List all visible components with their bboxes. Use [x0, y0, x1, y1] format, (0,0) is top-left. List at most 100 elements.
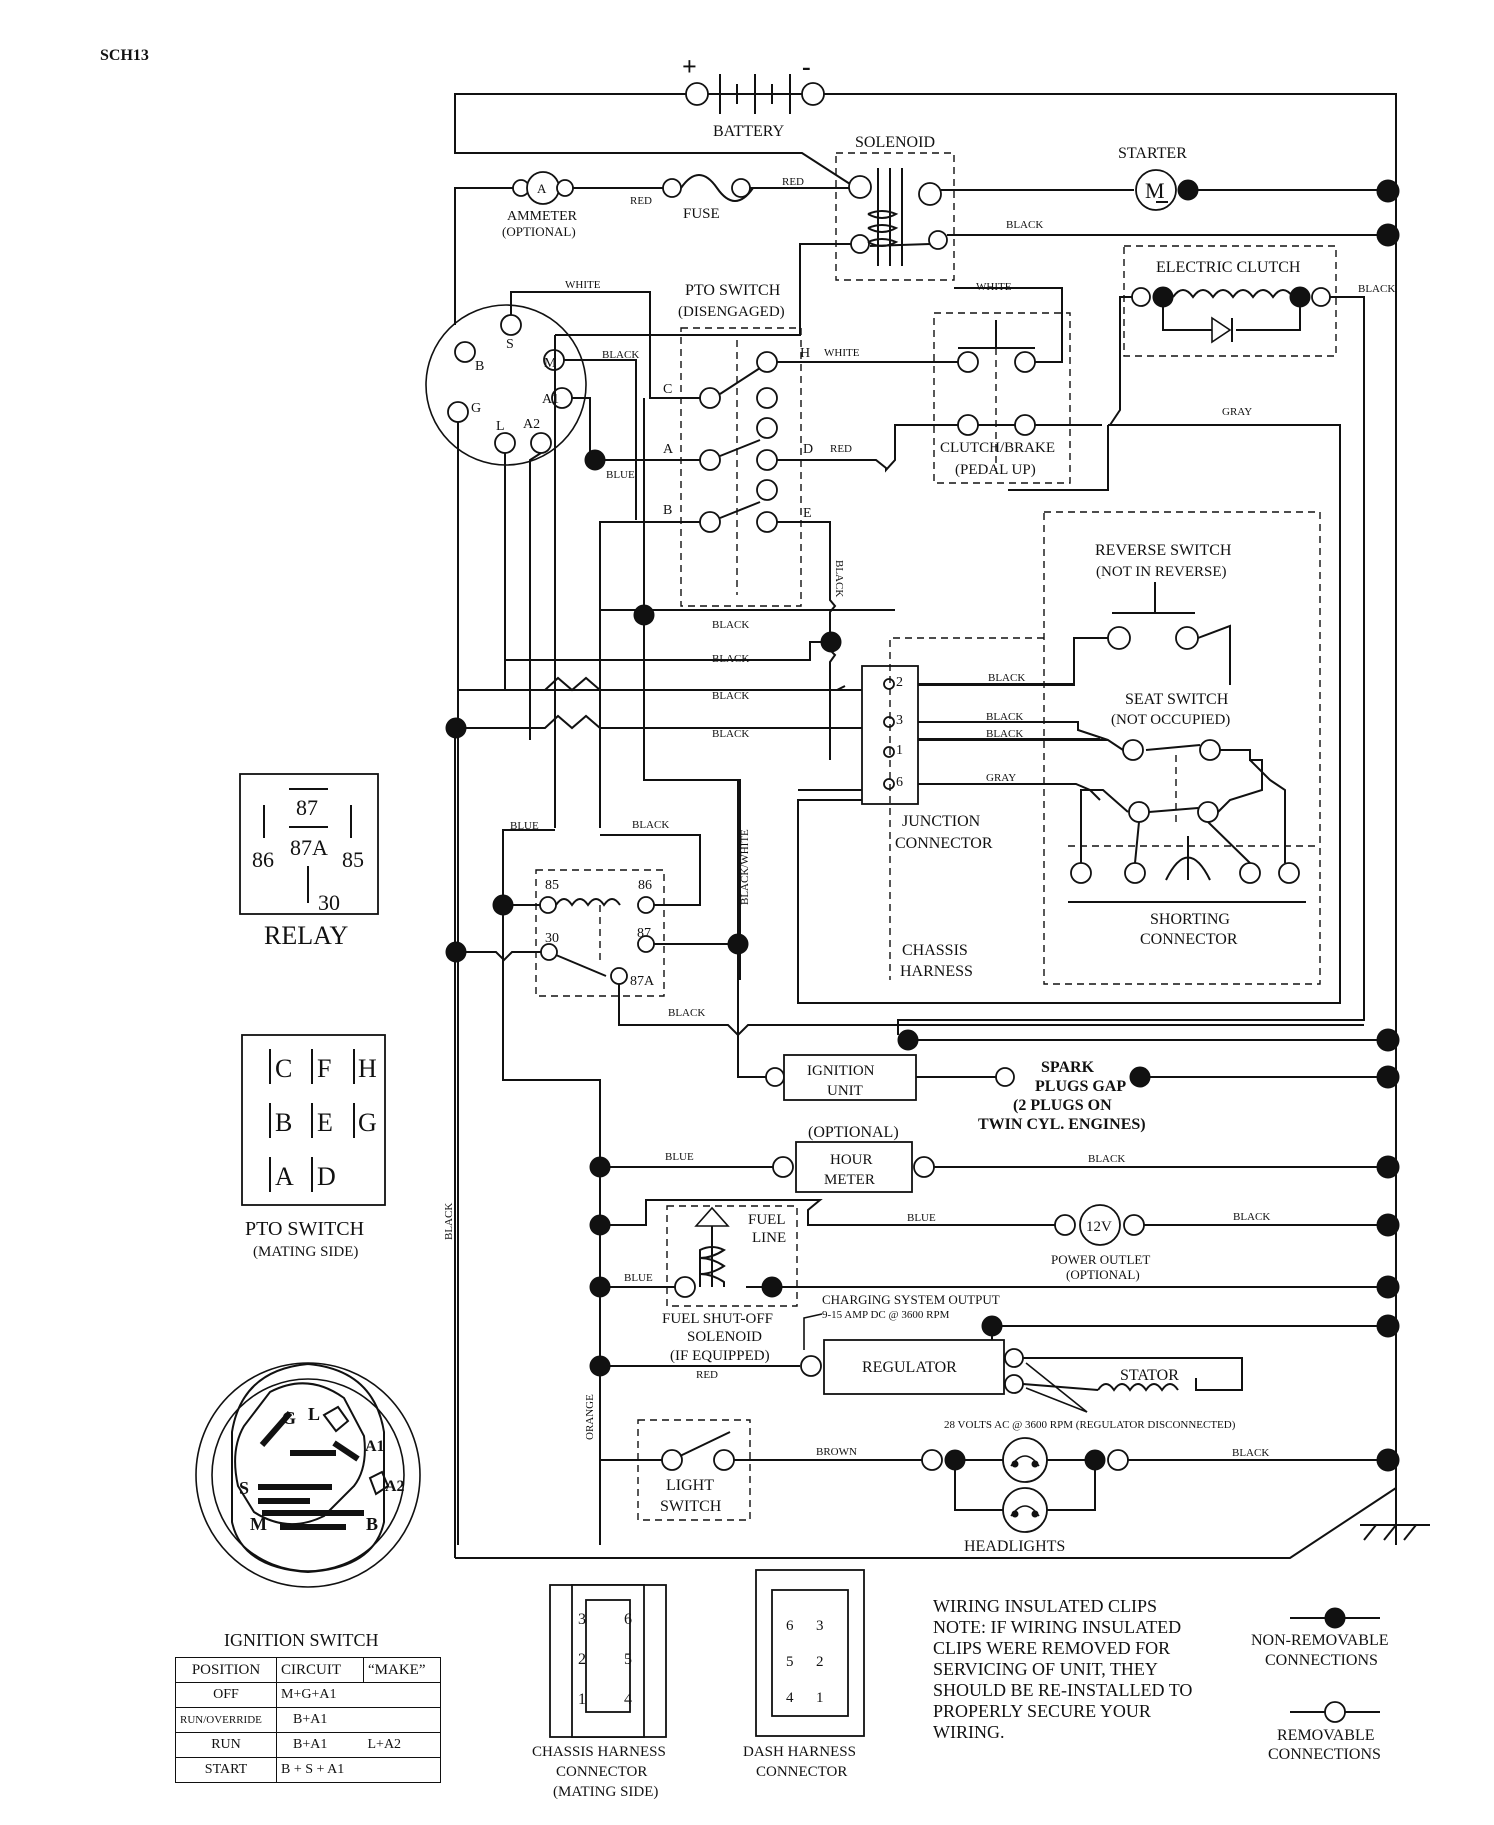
wiring-note: WIRING INSULATED CLIPS NOTE: IF WIRING I…: [933, 1596, 1192, 1742]
fuel-line-1: FUEL: [748, 1212, 786, 1228]
note-line-2: NOTE: IF WIRING INSULATED: [933, 1617, 1181, 1637]
note-line-3: CLIPS WERE REMOVED FOR: [933, 1638, 1170, 1658]
wire-blue-po: BLUE: [907, 1212, 936, 1224]
wire-white-1: WHITE: [565, 279, 601, 291]
spark-4: TWIN CYL. ENGINES): [978, 1116, 1146, 1133]
wire-orange: ORANGE: [584, 1394, 596, 1440]
stator-label: STATOR: [1120, 1367, 1179, 1384]
battery-plus: +: [682, 52, 697, 81]
wire-black-j2: BLACK: [988, 672, 1025, 684]
legend-nonrem-1: NON-REMOVABLE: [1251, 1632, 1388, 1649]
relay-pin-87A: 87A: [630, 974, 655, 989]
hour-meter-2: METER: [824, 1172, 875, 1188]
shorting-label-1: SHORTING: [1150, 911, 1230, 928]
chassis-pin-5: 5: [624, 1651, 632, 1668]
ign-term-L: L: [496, 419, 505, 434]
pto-term-E: E: [803, 506, 812, 521]
dash-pin-1: 1: [816, 1690, 824, 1706]
junction-pin-1: 1: [896, 743, 903, 758]
row-make: [363, 1707, 441, 1733]
wire-black-h4: BLACK: [712, 728, 749, 740]
relay-schematic: 85 86 30 87 87A: [535, 869, 665, 997]
row-make: [363, 1682, 441, 1708]
reverse-switch: REVERSE SWITCH (NOT IN REVERSE): [1043, 511, 1321, 985]
pto-label: PTO SWITCH: [685, 282, 781, 299]
relay-pinout-86: 86: [252, 847, 274, 872]
ign-term-M: M: [544, 356, 557, 371]
ign-face-G: G: [282, 1408, 296, 1428]
dash-harness-connector: 6 3 5 2 4 1 DASH HARNESS CONNECTOR: [743, 1569, 865, 1780]
pto-term-A: A: [663, 442, 674, 457]
regulator-label: REGULATOR: [862, 1359, 957, 1376]
pto-mate-C: C: [275, 1054, 292, 1083]
pto-term-B: B: [663, 503, 672, 518]
power-outlet: BLUE 12V BLACK POWER OUTLET (OPTIONAL): [589, 1199, 1400, 1282]
wire-black-white: BLACK/WHITE: [739, 829, 751, 905]
wire-black-j1: BLACK: [986, 728, 1023, 740]
spark-1: SPARK: [1041, 1059, 1095, 1076]
legend-rem-1: REMOVABLE: [1277, 1727, 1375, 1744]
wire-black-relay: BLACK: [632, 819, 669, 831]
fuel-shutoff-1: FUEL SHUT-OFF: [662, 1311, 773, 1327]
wire-black-2: BLACK: [602, 349, 639, 361]
hour-meter-opt: (OPTIONAL): [808, 1124, 899, 1141]
relay-pinout-30: 30: [318, 890, 340, 915]
dash-pin-4: 4: [786, 1690, 794, 1706]
starter-motor: M STARTER: [941, 145, 1400, 211]
pto-term-H: H: [800, 346, 810, 361]
wire-black-relay2: BLACK: [668, 1007, 705, 1019]
chassis-pin-6: 6: [624, 1611, 632, 1628]
note-line-6: PROPERLY SECURE YOUR: [933, 1701, 1151, 1721]
ignition-unit: IGNITION UNIT SPARK PLUGS GAP (2 PLUGS O…: [737, 1028, 1400, 1133]
table-row: RUN B+A1 L+A2: [175, 1732, 441, 1758]
ign-face-M: M: [250, 1514, 267, 1534]
clutch-brake-switch: CLUTCH/BRAKE (PEDAL UP): [933, 312, 1071, 484]
wire-black-h3: BLACK: [712, 690, 749, 702]
dash-pin-5: 5: [786, 1654, 794, 1670]
wire-black-hl: BLACK: [1232, 1447, 1269, 1459]
junction-pin-3: 3: [896, 713, 903, 728]
junction-pin-2: 2: [896, 675, 903, 690]
hour-meter: BLUE (OPTIONAL) HOUR METER BLACK: [589, 1124, 1400, 1193]
removable-icon: [1324, 1701, 1346, 1723]
row-position: OFF: [175, 1682, 277, 1708]
legend-rem-2: CONNECTIONS: [1268, 1746, 1381, 1763]
charging-2: 9-15 AMP DC @ 3600 RPM: [822, 1309, 950, 1321]
ign-face-A2: A2: [385, 1478, 405, 1495]
diagram-id: SCH13: [100, 47, 149, 64]
wire-blue-hm: BLUE: [665, 1151, 694, 1163]
regulator: CHARGING SYSTEM OUTPUT 9-15 AMP DC @ 360…: [589, 1292, 1400, 1431]
power-outlet-symbol: 12V: [1086, 1219, 1112, 1235]
note-line-4: SERVICING OF UNIT, THEY: [933, 1659, 1158, 1679]
hour-meter-1: HOUR: [830, 1152, 873, 1168]
fuel-shutoff-2: SOLENOID: [687, 1329, 762, 1345]
wire-blue-fs: BLUE: [624, 1272, 653, 1284]
wire-blue-1: BLUE: [606, 469, 635, 481]
junction-connector: 2 3 1 6 JUNCTION CONNECTOR: [861, 665, 993, 852]
ignition-unit-1: IGNITION: [807, 1063, 875, 1079]
fuel-line-2: LINE: [752, 1230, 786, 1246]
ignition-unit-2: UNIT: [827, 1083, 863, 1099]
wire-black-solenoid: BLACK: [1006, 219, 1043, 231]
battery-minus: -: [802, 52, 811, 81]
dash-conn-1: DASH HARNESS: [743, 1744, 856, 1760]
wire-black-clutch: BLACK: [1358, 283, 1395, 295]
row-make: L+A2: [363, 1732, 441, 1758]
row-position: RUN: [175, 1732, 277, 1758]
battery: + - BATTERY: [682, 52, 1396, 140]
table-row: OFF M+G+A1: [175, 1682, 441, 1708]
battery-label: BATTERY: [713, 123, 785, 140]
wire-black-hm: BLACK: [1088, 1153, 1125, 1165]
col-make: “MAKE”: [363, 1657, 441, 1683]
ign-face-B: B: [366, 1514, 378, 1534]
wire-brown: BROWN: [816, 1446, 857, 1458]
chassis-pin-1: 1: [578, 1691, 586, 1708]
col-circuit: CIRCUIT: [276, 1657, 364, 1683]
wire-black-left: BLACK: [443, 1203, 455, 1240]
row-position: START: [175, 1757, 277, 1783]
ammeter-note: (OPTIONAL): [502, 224, 576, 239]
wire-white-3: WHITE: [976, 281, 1012, 293]
ground-icon: [1360, 1488, 1430, 1541]
solenoid-label: SOLENOID: [855, 134, 935, 151]
wire-black-po: BLACK: [1233, 1211, 1270, 1223]
